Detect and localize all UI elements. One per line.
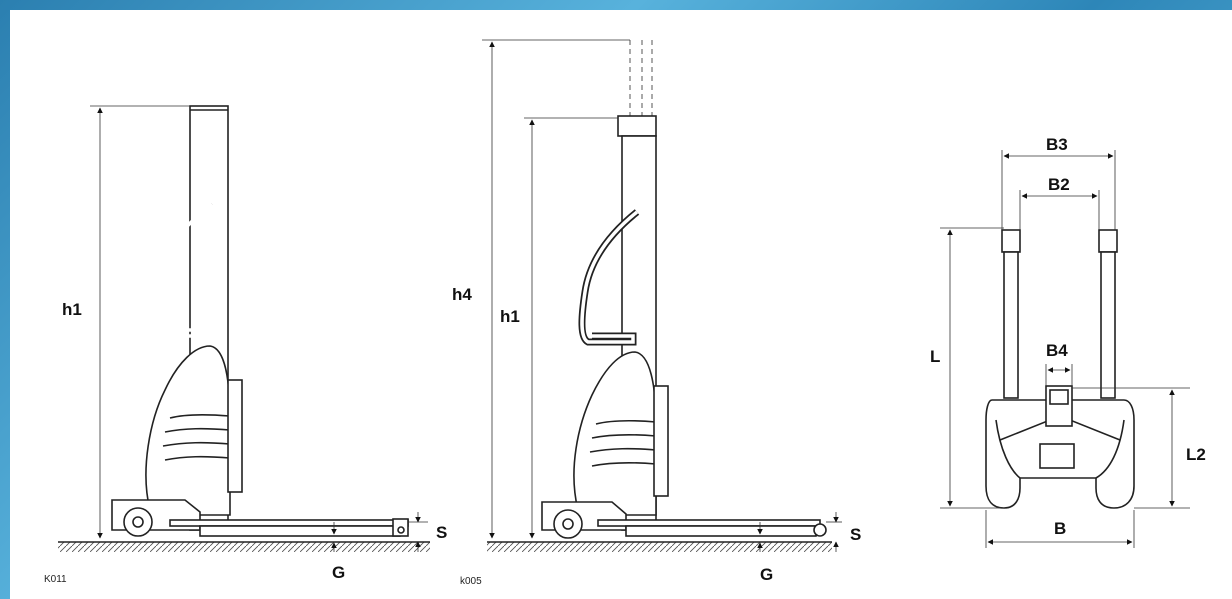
fork (169, 519, 409, 527)
label-s: S (850, 525, 861, 544)
label-l2: L2 (1186, 445, 1206, 464)
fork (597, 519, 821, 527)
label-g: G (760, 565, 773, 584)
battery-housing (145, 345, 231, 516)
mast-top (617, 115, 657, 137)
drawing-code: k005 (460, 576, 482, 587)
label-h4: h4 (452, 285, 472, 304)
label-b: B (1054, 519, 1066, 538)
label-g: G (332, 563, 345, 582)
top-view: B3 B2 B4 L L2 B (930, 135, 1206, 548)
ground-hatch (487, 542, 832, 552)
label-b4: B4 (1046, 341, 1068, 360)
side-view-standard: h1 S G K011 (44, 105, 447, 585)
label-s: S (436, 523, 447, 542)
fork-left (1003, 251, 1019, 399)
label-l: L (930, 347, 940, 366)
label-h1: h1 (500, 307, 520, 326)
ground-hatch (58, 542, 430, 552)
side-view-extended: h4 h1 S G k005 (452, 39, 861, 587)
fork-lower (199, 525, 401, 537)
battery-housing (573, 351, 657, 516)
label-h1: h1 (62, 300, 82, 319)
label-b2: B2 (1048, 175, 1070, 194)
fork-right (1100, 251, 1116, 399)
label-b3: B3 (1046, 135, 1068, 154)
drawing-code: K011 (44, 574, 67, 585)
